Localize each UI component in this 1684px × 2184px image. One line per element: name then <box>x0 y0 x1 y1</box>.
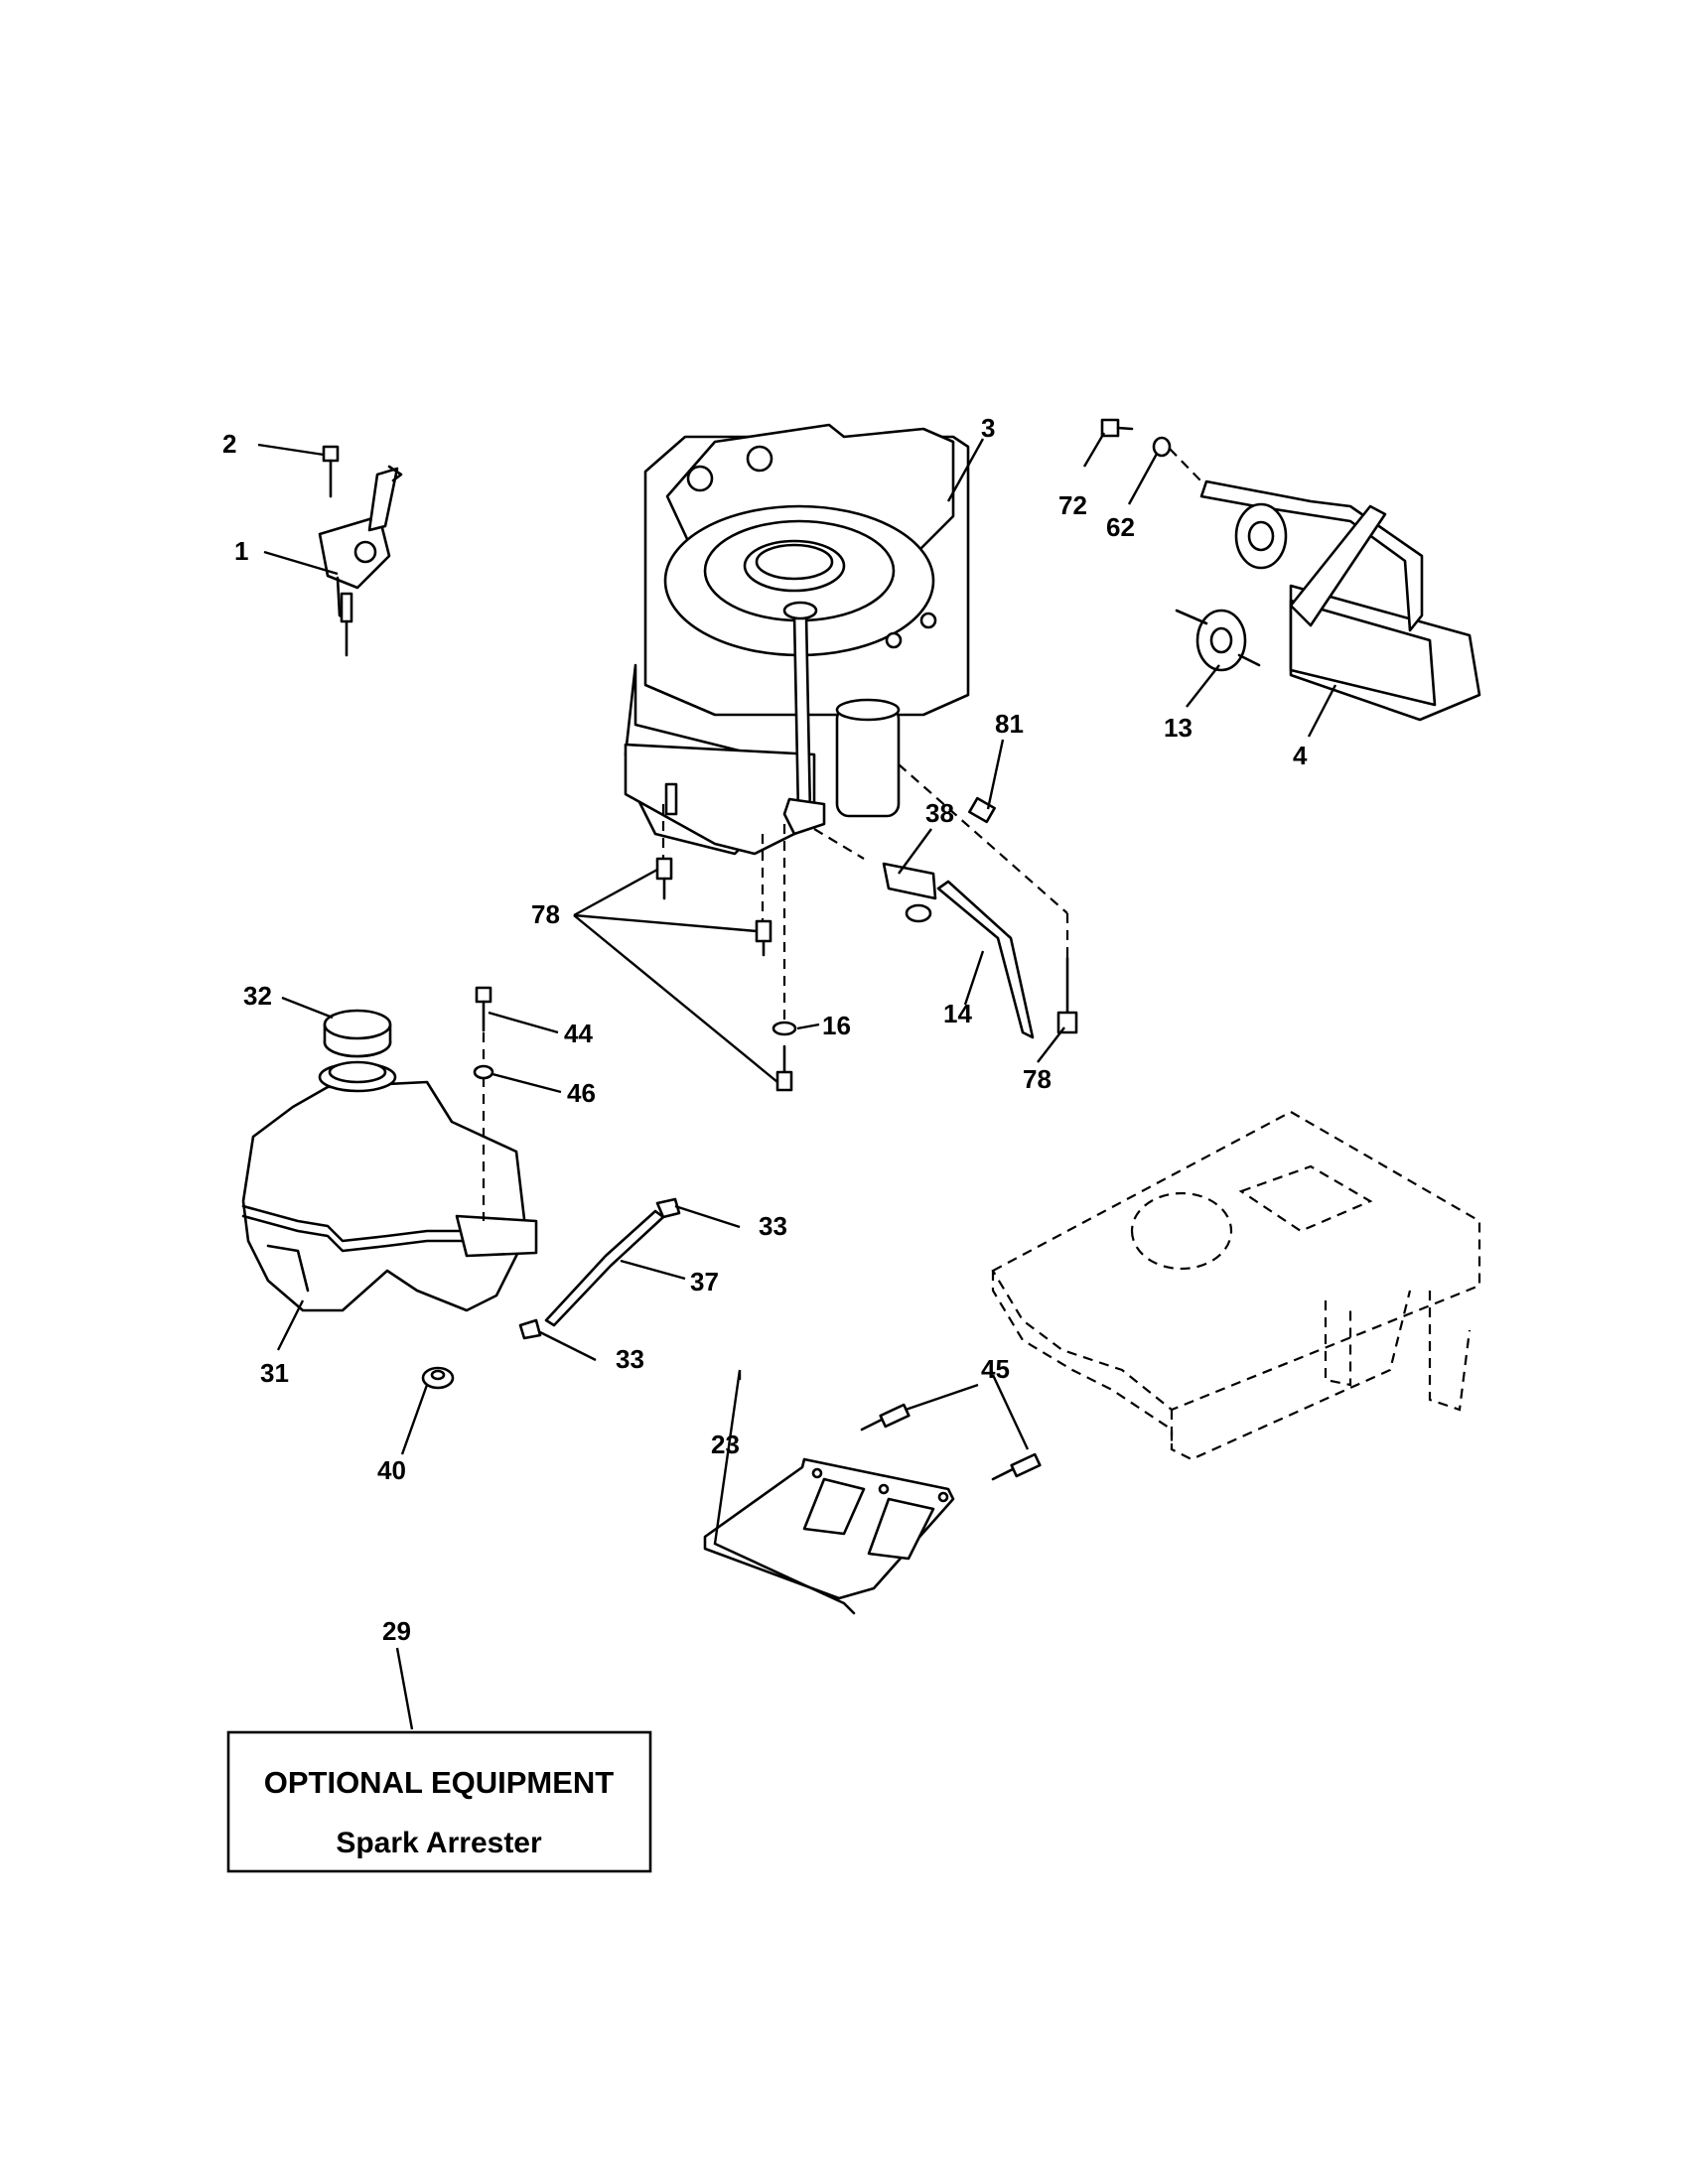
engine <box>624 423 970 856</box>
fuel-tank-assembly <box>241 986 538 1390</box>
callout-44: 44 <box>564 1019 593 1048</box>
callout-3: 3 <box>981 413 995 443</box>
callout-1: 1 <box>234 536 248 566</box>
fuel-hose-assembly <box>518 1197 681 1340</box>
callout-33-upper: 33 <box>759 1211 787 1241</box>
heat-shield-assembly <box>703 1403 1042 1615</box>
optional-equipment-box: OPTIONAL EQUIPMENT Spark Arrester <box>226 1730 652 1873</box>
callout-numbers: 1 2 3 4 13 14 16 23 29 31 32 33 33 37 38… <box>222 413 1308 1646</box>
callout-81: 81 <box>995 709 1024 739</box>
callout-72: 72 <box>1058 490 1087 520</box>
callout-16: 16 <box>822 1011 851 1040</box>
callout-46: 46 <box>567 1078 596 1108</box>
callout-33-lower: 33 <box>616 1344 644 1374</box>
callout-2: 2 <box>222 429 236 459</box>
callout-40: 40 <box>377 1455 406 1485</box>
throttle-control-assembly <box>318 445 403 657</box>
callout-13: 13 <box>1164 713 1193 743</box>
callout-62: 62 <box>1106 512 1135 542</box>
callout-45: 45 <box>981 1354 1010 1384</box>
callout-32: 32 <box>243 981 272 1011</box>
callout-78-right: 78 <box>1023 1064 1052 1094</box>
callout-23: 23 <box>711 1430 740 1459</box>
mounting-hardware <box>655 804 1078 1092</box>
muffler-assembly <box>1100 418 1481 722</box>
optional-equipment-subtitle: Spark Arrester <box>336 1827 542 1859</box>
callout-29: 29 <box>382 1616 411 1646</box>
callout-38: 38 <box>925 798 954 828</box>
callout-78-left: 78 <box>531 899 560 929</box>
frame-outline <box>991 1110 1481 1461</box>
callout-14: 14 <box>943 999 972 1028</box>
callout-31: 31 <box>260 1358 289 1388</box>
fuel-line-assembly <box>813 763 1068 1039</box>
optional-equipment-title: OPTIONAL EQUIPMENT <box>264 1765 615 1800</box>
callout-37: 37 <box>690 1267 719 1297</box>
leader-lines <box>257 432 1337 1730</box>
callout-4: 4 <box>1293 741 1308 770</box>
